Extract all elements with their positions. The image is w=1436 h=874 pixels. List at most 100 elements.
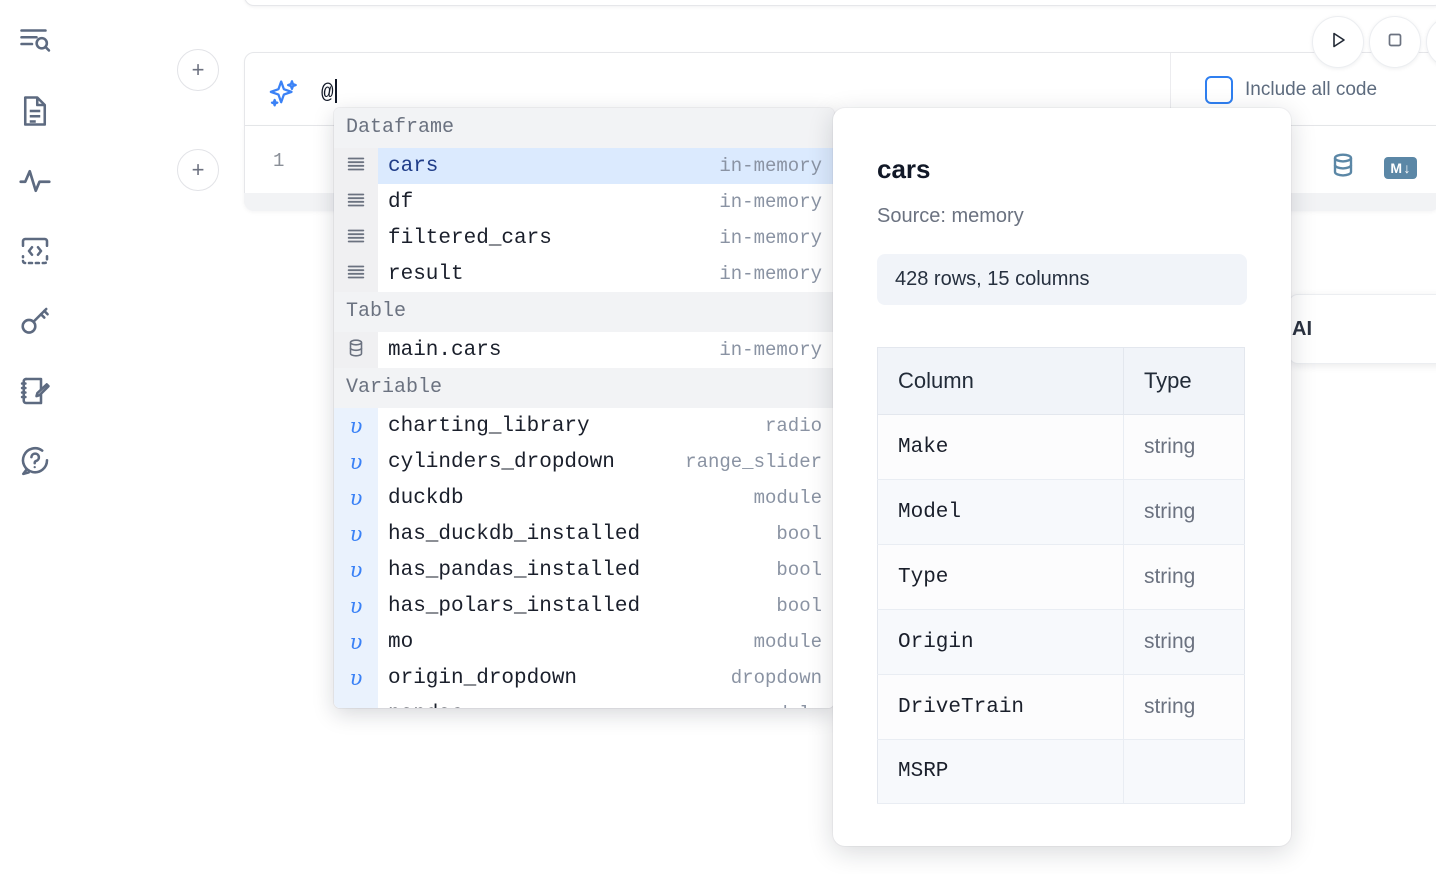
include-all-code-checkbox[interactable]	[1205, 76, 1233, 104]
autocomplete-item-icon: υ	[334, 480, 378, 516]
markdown-icon[interactable]: M↓	[1384, 156, 1417, 179]
autocomplete-item-type: module	[753, 487, 822, 509]
autocomplete-item[interactable]: main.cars in-memory	[334, 332, 834, 368]
sidebar-item-document[interactable]	[12, 88, 58, 134]
sidebar-item-notebook-edit[interactable]	[12, 368, 58, 414]
include-all-code-toggle[interactable]: Include all code	[1205, 76, 1377, 104]
schema-column-name: Origin	[877, 609, 1124, 675]
column-header-column: Column	[877, 347, 1124, 415]
variable-icon: υ	[349, 414, 363, 438]
autocomplete-item-type: dropdown	[730, 667, 822, 689]
text-caret	[334, 79, 337, 103]
autocomplete-group-header: Dataframe	[334, 108, 834, 148]
variable-icon: υ	[349, 666, 363, 690]
autocomplete-item-type: bool	[776, 559, 822, 581]
table-db-icon	[345, 337, 367, 364]
cell-action-icons: M↓	[1328, 150, 1417, 185]
table-row: MSRP	[877, 739, 1245, 804]
sidebar-item-explorer-search[interactable]	[12, 18, 58, 64]
code-line-number: 1	[273, 150, 285, 172]
autocomplete-item-icon: υ	[334, 624, 378, 660]
ai-prompt-value: @	[321, 82, 334, 105]
dataframe-icon	[345, 261, 367, 288]
preview-source: Source: memory	[877, 205, 1024, 227]
autocomplete-item-icon: υ	[334, 588, 378, 624]
schema-column-type: string	[1123, 544, 1245, 610]
sidebar-item-code-snippet[interactable]	[12, 228, 58, 274]
variable-icon: υ	[349, 450, 363, 474]
autocomplete-item-name: cylinders_dropdown	[388, 450, 615, 474]
ai-prompt-input[interactable]: @	[321, 79, 337, 104]
sidebar-item-activity[interactable]	[12, 158, 58, 204]
schema-column-name: Model	[877, 479, 1124, 545]
schema-column-name: DriveTrain	[877, 674, 1124, 740]
sidebar-item-key[interactable]	[12, 298, 58, 344]
column-header-type: Type	[1123, 347, 1245, 415]
schema-column-type: string	[1123, 674, 1245, 740]
autocomplete-item-icon: υ	[334, 696, 378, 708]
add-cell-button-top[interactable]: +	[177, 49, 219, 91]
plus-icon: +	[191, 57, 205, 82]
autocomplete-item-type: in-memory	[719, 191, 822, 213]
add-cell-button-bottom[interactable]: +	[177, 149, 219, 191]
table-header-row: Column Type	[877, 347, 1245, 415]
variable-icon: υ	[349, 522, 363, 546]
dataframe-icon	[345, 153, 367, 180]
autocomplete-item-name: result	[388, 262, 464, 286]
run-button[interactable]	[1312, 16, 1364, 68]
autocomplete-item-name: cars	[388, 154, 439, 178]
dataframe-icon	[345, 189, 367, 216]
autocomplete-item[interactable]: υpandasmodule	[334, 696, 834, 708]
help-chat-icon	[17, 443, 53, 479]
autocomplete-item-type: module	[754, 703, 834, 708]
sidebar-item-help[interactable]	[12, 438, 58, 484]
markdown-badge-arrow: ↓	[1403, 159, 1411, 176]
variable-icon: υ	[349, 486, 363, 510]
schema-column-name: Type	[877, 544, 1124, 610]
autocomplete-item-name: charting_library	[388, 414, 590, 438]
autocomplete-item-icon	[334, 332, 378, 368]
autocomplete-item-type: in-memory	[719, 339, 822, 361]
dataframe-preview-panel: cars Source: memory 428 rows, 15 columns…	[833, 108, 1291, 846]
document-icon	[17, 93, 53, 129]
activity-icon	[17, 163, 53, 199]
autocomplete-item-name: has_polars_installed	[388, 594, 641, 618]
ai-prompt-options: Include all code	[1171, 53, 1436, 127]
stop-button[interactable]	[1369, 16, 1421, 68]
autocomplete-item-name: duckdb	[388, 486, 464, 510]
autocomplete-group-header: Table	[334, 292, 834, 332]
ai-hint-card[interactable]: h AI	[1288, 294, 1436, 364]
include-all-code-label: Include all code	[1245, 79, 1378, 100]
database-icon[interactable]	[1328, 150, 1358, 185]
autocomplete-item-icon: υ	[334, 444, 378, 480]
autocomplete-item[interactable]: υ duckdb module	[334, 480, 834, 516]
plus-icon: +	[191, 157, 205, 182]
left-icon-rail	[0, 0, 70, 874]
autocomplete-item-name: main.cars	[388, 338, 502, 362]
ai-hint-card-label: h AI	[1289, 317, 1313, 340]
previous-cell-panel	[244, 0, 1436, 6]
schema-column-type: string	[1123, 609, 1245, 675]
ai-prompt-input-area[interactable]: @	[245, 53, 1171, 127]
variable-icon: υ	[349, 630, 363, 654]
preview-title: cars	[877, 154, 931, 184]
stop-icon	[1383, 28, 1407, 57]
autocomplete-item-icon	[334, 256, 378, 292]
